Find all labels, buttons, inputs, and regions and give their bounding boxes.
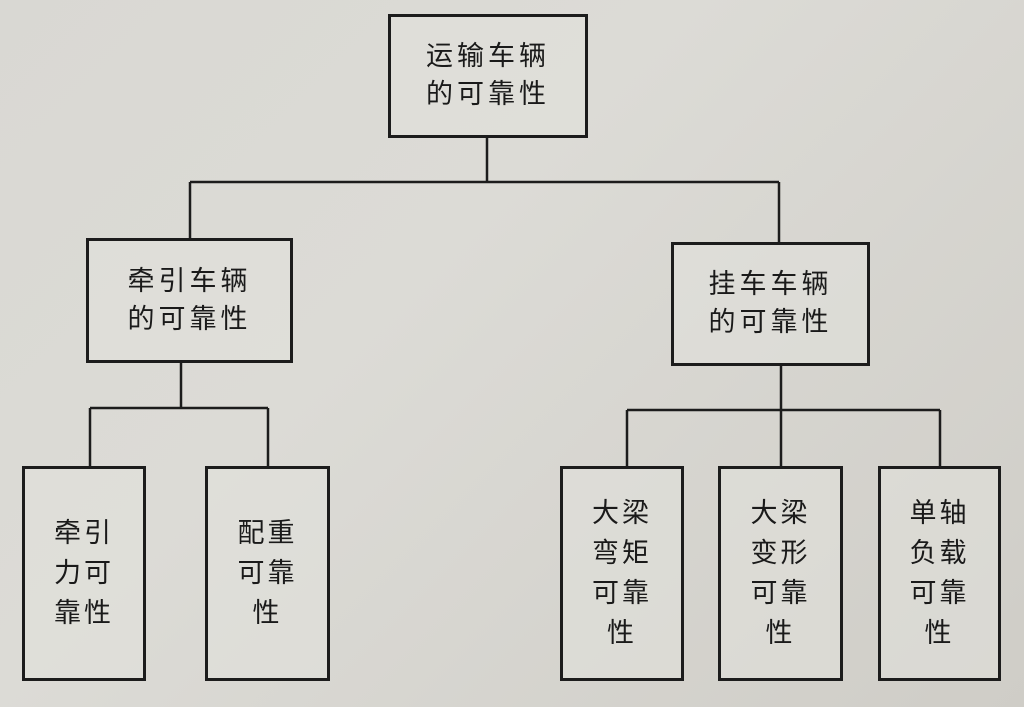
node-text: 的可靠性 (708, 307, 833, 338)
node-counterweight: 配重 可靠 性 (205, 466, 330, 681)
node-text: 的可靠性 (127, 303, 252, 335)
node-text: 靠性 (54, 597, 114, 629)
node-text: 可靠 (909, 577, 970, 609)
node-beam-deformation: 大梁 变形 可靠 性 (718, 466, 843, 681)
node-axle-load: 单轴 负载 可靠 性 (878, 466, 1001, 681)
node-text: 性 (924, 617, 955, 649)
node-text: 性 (765, 617, 796, 649)
node-text: 运输车辆 (426, 41, 550, 72)
node-text: 牵引车辆 (127, 265, 252, 297)
node-text: 牵引 (54, 517, 114, 549)
node-traction: 牵引 力可 靠性 (22, 466, 146, 681)
node-text: 配重 (237, 517, 298, 549)
node-beam-moment: 大梁 弯矩 可靠 性 (560, 466, 684, 681)
node-trailer: 挂车车辆 的可靠性 (671, 242, 870, 366)
node-text: 可靠 (750, 577, 811, 609)
node-text: 性 (607, 617, 637, 649)
node-text: 性 (252, 597, 283, 629)
node-root: 运输车辆 的可靠性 (388, 14, 588, 138)
node-text: 变形 (750, 537, 811, 569)
node-text: 单轴 (909, 497, 970, 529)
node-text: 挂车车辆 (708, 269, 833, 300)
node-text: 负载 (909, 537, 970, 569)
node-text: 弯矩 (592, 537, 652, 569)
node-text: 的可靠性 (426, 79, 550, 110)
node-text: 大梁 (750, 497, 811, 529)
node-text: 力可 (54, 557, 114, 589)
node-text: 可靠 (592, 577, 652, 609)
node-tractor: 牵引车辆 的可靠性 (86, 238, 293, 363)
node-text: 大梁 (592, 497, 652, 529)
node-text: 可靠 (237, 557, 298, 589)
